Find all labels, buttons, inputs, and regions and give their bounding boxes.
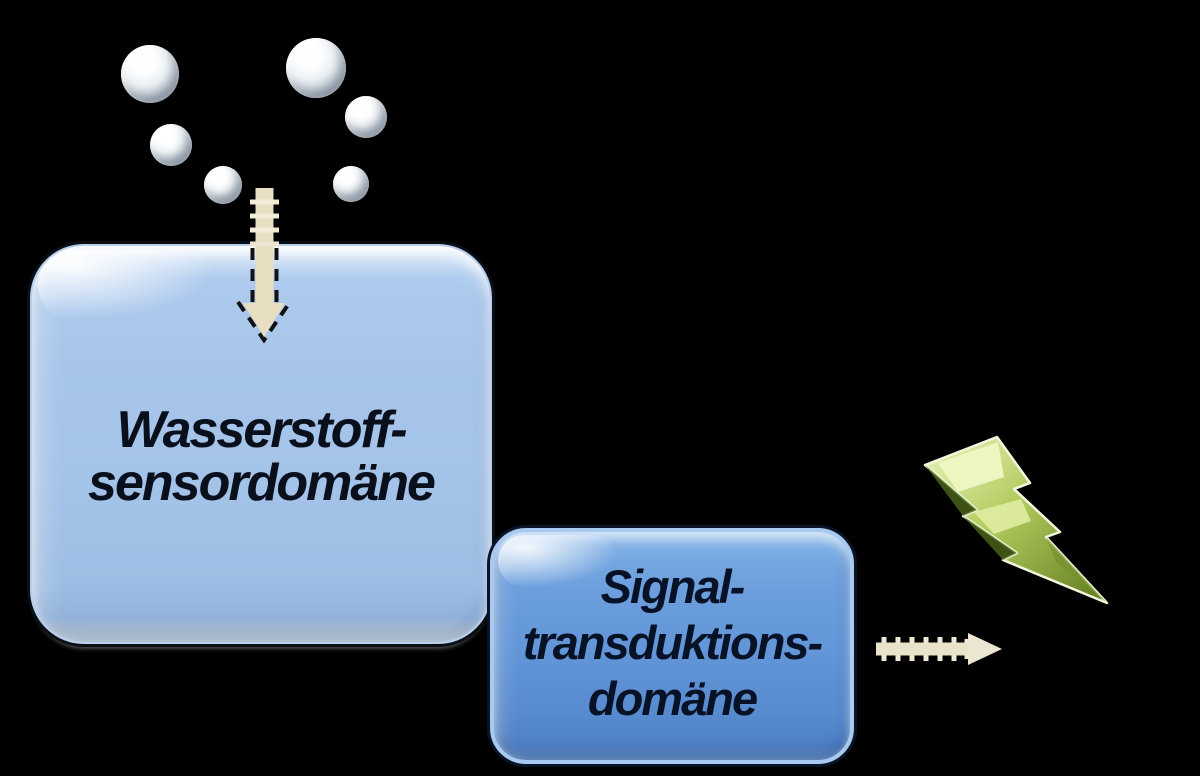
sensor-domain-label-line1: Wasserstoff-: [116, 401, 407, 459]
hydrogen-sphere-icon: [150, 124, 192, 166]
lightning-bolt-shadow-2: [963, 516, 1017, 560]
input-arrow-head-outline: [236, 300, 292, 344]
hydrogen-sphere-icon: [333, 166, 369, 202]
lightning-bolt-shadow-1: [925, 465, 977, 516]
transduction-domain-box: Signal- transduktions- domäne: [490, 528, 854, 764]
lightning-bolt-tail-shade: [1046, 537, 1107, 603]
hydrogen-sphere-icon: [121, 45, 179, 103]
transduction-domain-label-line1: Signal-: [600, 560, 746, 613]
output-arrow-right-icon: [876, 633, 1002, 665]
input-arrow-shaft: [255, 188, 274, 306]
lightning-bolt-glare-top: [938, 442, 1004, 492]
input-arrow-head: [243, 303, 285, 337]
transduction-domain-label: Signal- transduktions- domäne: [522, 559, 823, 727]
hydrogen-sphere-icon: [286, 38, 346, 98]
output-arrow-head: [968, 633, 1002, 665]
sensor-domain-label-line2: sensordomäne: [88, 454, 436, 512]
hydrogen-sphere-icon: [204, 166, 242, 204]
transduction-domain-label-line3: domäne: [587, 672, 758, 725]
transduction-domain-label-line2: transduktions-: [522, 616, 823, 669]
input-arrow-down-icon: [236, 188, 292, 344]
lightning-bolt-glare-mid: [974, 499, 1031, 534]
hydrogen-sphere-icon: [345, 96, 387, 138]
sensor-domain-label: Wasserstoff- sensordomäne: [88, 401, 436, 512]
lightning-bolt-icon: [923, 435, 1109, 605]
